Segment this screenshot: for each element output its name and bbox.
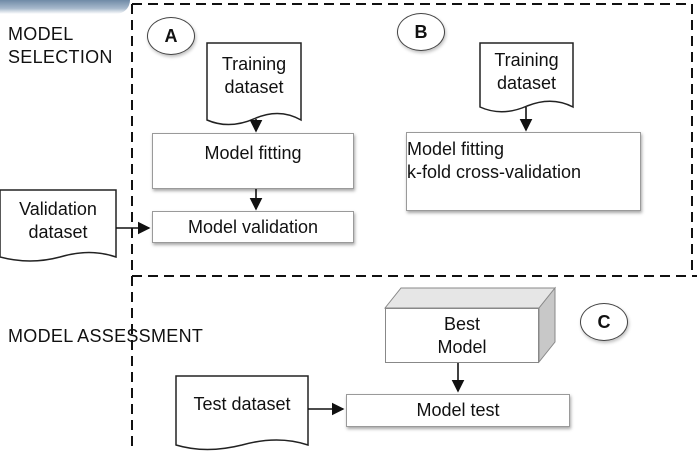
model-test-box: Model test (346, 394, 570, 427)
model-fitting-box-a: Model fitting (152, 133, 354, 189)
training-dataset-doc-b (479, 42, 574, 113)
training-dataset-b-line-1: Training (494, 50, 559, 70)
validation-dataset-doc (0, 189, 117, 262)
test-dataset-doc (175, 375, 309, 451)
model-test-text: Model test (416, 400, 500, 420)
model-validation-text: Model validation (187, 216, 319, 237)
training-dataset-a-text: Training dataset (207, 53, 301, 99)
model-selection-line-1: MODEL (8, 24, 74, 44)
best-model-line-1: Best (443, 313, 481, 334)
validation-dataset-line-2: dataset (28, 222, 88, 242)
training-dataset-b-text: Training dataset (480, 49, 573, 95)
model-fitting-b-line-1: Model fitting (407, 139, 505, 159)
model-fitting-b-line-2: k-fold cross-validation (407, 162, 582, 182)
training-dataset-doc-a (206, 42, 302, 126)
training-dataset-a-line-2: dataset (224, 77, 284, 97)
best-model-line-2: Model (437, 336, 487, 357)
model-fitting-a-text: Model fitting (204, 143, 302, 163)
model-selection-label: MODEL SELECTION (8, 23, 113, 69)
model-validation-box: Model validation (152, 211, 354, 243)
badge-a: A (147, 17, 195, 55)
badge-b: B (397, 13, 445, 51)
best-model-3d-top (383, 287, 557, 309)
model-fitting-box-b: Model fitting k-fold cross-validation (406, 132, 641, 211)
training-dataset-b-line-2: dataset (496, 73, 557, 93)
model-selection-line-2: SELECTION (8, 47, 113, 67)
badge-c: C (580, 303, 628, 341)
training-dataset-a-line-1: Training (221, 54, 287, 74)
model-assessment-label: MODEL ASSESSMENT (8, 326, 204, 346)
validation-dataset-line-1: Validation (19, 199, 97, 219)
test-dataset-text: Test dataset (193, 394, 291, 414)
validation-dataset-text: Validation dataset (0, 198, 116, 244)
best-model-box: Best Model (385, 308, 539, 363)
best-model-3d-side (538, 286, 556, 364)
corner-decoration (0, 0, 130, 14)
